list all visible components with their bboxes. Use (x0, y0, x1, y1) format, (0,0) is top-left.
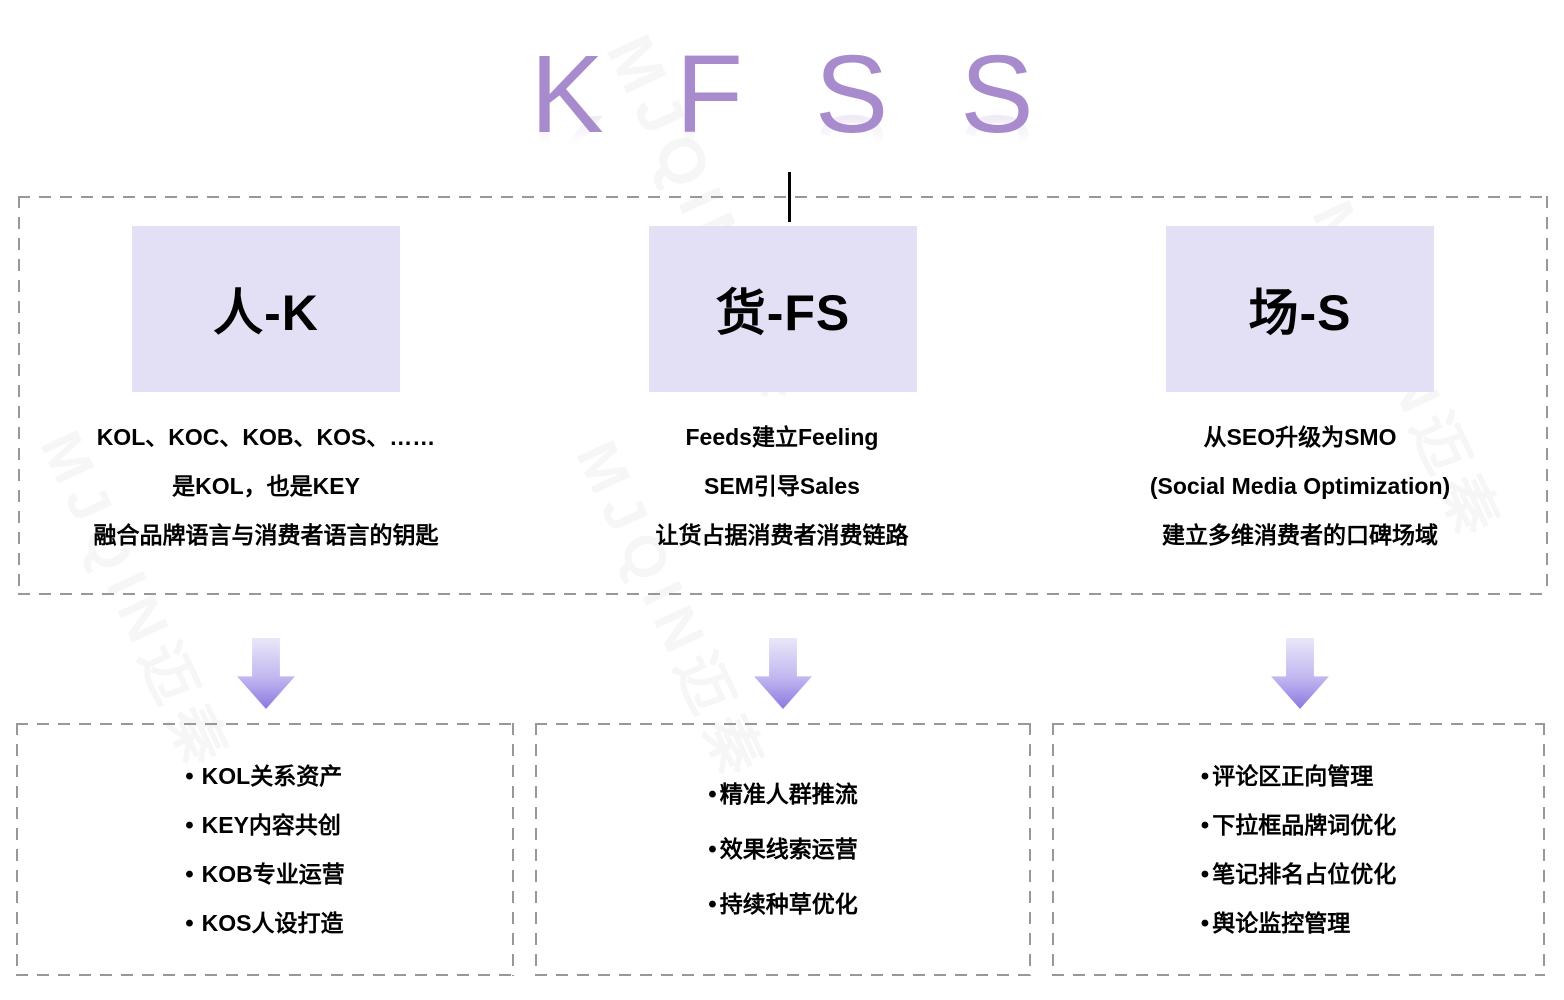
list-item-label: 效果线索运营 (719, 836, 858, 862)
list-item-label: 笔记排名占位优化 (1212, 860, 1397, 887)
description-line: SEM引导Sales (704, 473, 860, 499)
detail-list-goods: 精准人群推流 效果线索运营 持续种草优化 (708, 767, 858, 932)
detail-box-place: 评论区正向管理 下拉框品牌词优化 笔记排名占位优化 舆论监控管理 (1052, 723, 1545, 976)
detail-list-people: KOL关系资产 KEY内容共创 KOB专业运营 KOS人设打造 (185, 752, 345, 948)
list-item-label: KEY内容共创 (201, 811, 341, 838)
list-item: 评论区正向管理 (1201, 752, 1396, 801)
description-line: (Social Media Optimization) (1149, 473, 1451, 499)
description-line: 从SEO升级为SMO (1203, 424, 1397, 450)
description-line: 让货占据消费者消费链路 (655, 522, 909, 548)
list-item-label: KOL关系资产 (201, 762, 343, 789)
list-item-label: 精准人群推流 (719, 781, 858, 807)
list-item-label: 舆论监控管理 (1212, 909, 1351, 936)
list-item-label: 持续种草优化 (719, 891, 858, 917)
detail-box-people: KOL关系资产 KEY内容共创 KOB专业运营 KOS人设打造 (16, 723, 514, 976)
list-item: 持续种草优化 (708, 877, 858, 932)
down-arrow-icon (754, 638, 812, 709)
description-line: Feeds建立Feeling (685, 424, 879, 450)
header-box-people: 人-K (132, 226, 400, 392)
list-item: 舆论监控管理 (1201, 899, 1396, 948)
header-label-place: 场-S (1248, 285, 1352, 341)
list-item: 效果线索运营 (708, 822, 858, 877)
list-item: 笔记排名占位优化 (1201, 850, 1396, 899)
brand-title-group: KFSS KFSS (0, 33, 1564, 216)
description-line: 融合品牌语言与消费者语言的钥匙 (93, 522, 439, 548)
list-item-label: KOB专业运营 (201, 860, 345, 887)
list-item-label: KOS人设打造 (201, 909, 344, 936)
list-item: KEY内容共创 (185, 801, 345, 850)
list-item-label: 评论区正向管理 (1212, 762, 1374, 789)
brand-title: KFSS (530, 33, 1106, 156)
header-label-goods: 货-FS (715, 285, 851, 341)
description-goods: Feeds建立Feeling SEM引导Sales 让货占据消费者消费链路 (522, 413, 1042, 560)
list-item: 精准人群推流 (708, 767, 858, 822)
header-box-place: 场-S (1166, 226, 1434, 392)
header-box-goods: 货-FS (649, 226, 917, 392)
detail-list-place: 评论区正向管理 下拉框品牌词优化 笔记排名占位优化 舆论监控管理 (1201, 752, 1396, 948)
list-item-label: 下拉框品牌词优化 (1212, 811, 1397, 838)
description-place: 从SEO升级为SMO (Social Media Optimization) 建… (1040, 413, 1560, 560)
header-label-people: 人-K (213, 285, 319, 341)
down-arrow-icon (1271, 638, 1329, 709)
description-line: 是KOL，也是KEY (172, 473, 360, 499)
list-item: KOB专业运营 (185, 850, 345, 899)
brand-title-reflection: KFSS (530, 92, 1106, 215)
description-people: KOL、KOC、KOB、KOS、…… 是KOL，也是KEY 融合品牌语言与消费者… (6, 413, 526, 560)
description-line: KOL、KOC、KOB、KOS、…… (96, 424, 436, 450)
description-line: 建立多维消费者的口碑场域 (1162, 522, 1438, 548)
list-item: 下拉框品牌词优化 (1201, 801, 1396, 850)
list-item: KOL关系资产 (185, 752, 345, 801)
down-arrow-icon (237, 638, 295, 709)
detail-box-goods: 精准人群推流 效果线索运营 持续种草优化 (535, 723, 1031, 976)
list-item: KOS人设打造 (185, 899, 345, 948)
